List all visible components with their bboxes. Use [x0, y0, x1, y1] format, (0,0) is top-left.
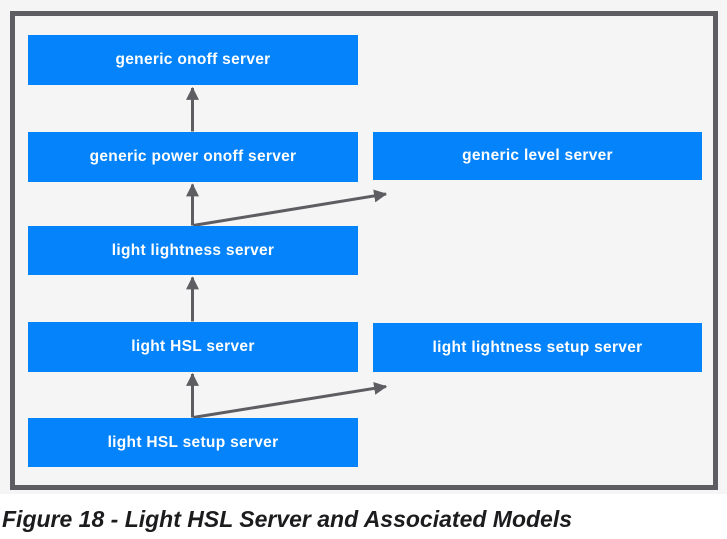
figure-18-diagram: generic onoff server generic power onoff…: [10, 11, 718, 490]
box-light-hsl-server: light HSL server: [28, 322, 358, 372]
box-light-hsl-setup-server: light HSL setup server: [28, 418, 358, 467]
diagram-frame: [10, 11, 718, 490]
box-label: light HSL server: [131, 338, 255, 355]
box-generic-power-onoff-server: generic power onoff server: [28, 132, 358, 182]
figure-caption: Figure 18 - Light HSL Server and Associa…: [2, 506, 573, 532]
box-label: light lightness setup server: [432, 338, 643, 356]
box-light-lightness-setup-server: light lightness setup server: [373, 323, 702, 372]
box-generic-onoff-server: generic onoff server: [28, 35, 358, 85]
box-label: generic level server: [462, 147, 613, 164]
box-label: generic power onoff server: [89, 148, 297, 165]
box-light-lightness-server: light lightness server: [28, 226, 358, 275]
box-label: light lightness server: [111, 241, 275, 259]
box-label: light HSL setup server: [107, 433, 279, 451]
box-generic-level-server: generic level server: [373, 132, 702, 180]
box-label: generic onoff server: [115, 51, 271, 68]
